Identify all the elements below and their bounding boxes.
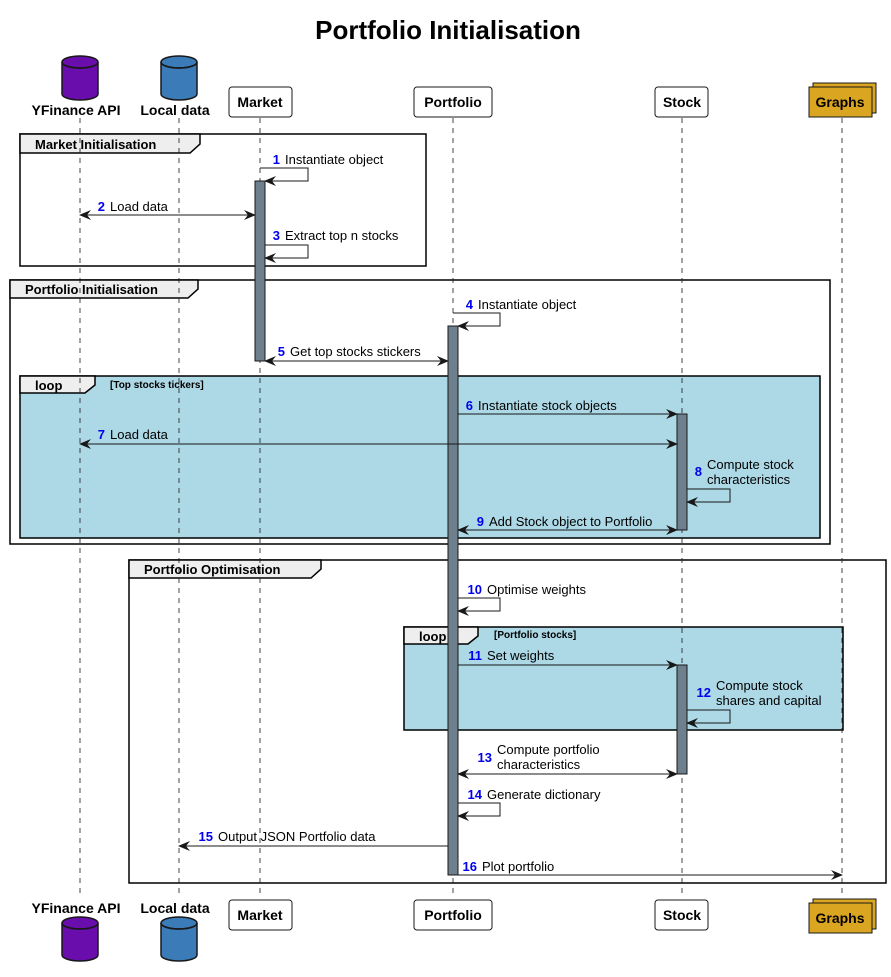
participant-label: Graphs — [815, 94, 864, 110]
frame-portfolio-initialisation: Portfolio Initialisation — [9, 279, 831, 545]
message-label: characteristics — [707, 472, 791, 487]
message-number: 6 — [466, 398, 473, 413]
participant-stock-top[interactable]: Stock — [654, 86, 709, 118]
message-label: Load data — [110, 427, 169, 442]
activation-stock — [676, 664, 688, 775]
message-number: 13 — [478, 750, 492, 765]
message-label: shares and capital — [716, 693, 822, 708]
frame-loop-top-stocks-tickers: loop [Top stocks tickers] — [19, 375, 821, 539]
frame-condition: [Top stocks tickers] — [110, 380, 204, 391]
message-number: 12 — [697, 685, 711, 700]
message-label: Instantiate object — [285, 152, 384, 167]
message-label: Set weights — [487, 648, 555, 663]
message-16: 16 Plot portfolio — [458, 859, 843, 880]
message-number: 4 — [466, 297, 474, 312]
diagram-title: Portfolio Initialisation — [315, 15, 581, 45]
participant-label: Portfolio — [424, 907, 482, 923]
participant-label: Portfolio — [424, 94, 482, 110]
message-number: 1 — [273, 152, 280, 167]
activation-portfolio — [447, 325, 459, 876]
frame-title: loop — [35, 378, 62, 393]
message-6: 6 Instantiate stock objects — [458, 398, 678, 419]
message-number: 10 — [468, 582, 482, 597]
message-5: 5 Get top stocks stickers — [264, 344, 449, 366]
participant-label: YFinance API — [32, 900, 121, 916]
participant-local-data-top[interactable]: Local data — [140, 55, 210, 118]
message-label: Add Stock object to Portfolio — [489, 514, 652, 529]
message-label: Plot portfolio — [482, 859, 554, 874]
participant-portfolio-top[interactable]: Portfolio — [413, 86, 493, 118]
participant-market-bottom[interactable]: Market — [228, 899, 293, 931]
message-1: 1 Instantiate object — [260, 152, 384, 186]
participant-label: Local data — [140, 102, 209, 118]
message-number: 8 — [695, 464, 702, 479]
message-label: Generate dictionary — [487, 787, 601, 802]
frame-title: loop — [419, 629, 446, 644]
participant-stock-bottom[interactable]: Stock — [654, 899, 709, 931]
activation-market — [254, 180, 266, 362]
participant-yfinance-bottom[interactable]: YFinance API — [32, 900, 121, 962]
activation-stock — [676, 413, 688, 531]
message-label: characteristics — [497, 757, 581, 772]
message-8: 8 Compute stock characteristics — [686, 457, 794, 507]
frame-title: Portfolio Optimisation — [144, 562, 281, 577]
message-number: 7 — [98, 427, 105, 442]
message-number: 14 — [468, 787, 483, 802]
message-number: 11 — [468, 648, 482, 663]
message-label: Get top stocks stickers — [290, 344, 421, 359]
participant-label: Market — [237, 907, 282, 923]
frame-portfolio-optimisation: Portfolio Optimisation — [128, 559, 887, 884]
message-number: 3 — [273, 228, 280, 243]
message-label: Compute stock — [707, 457, 794, 472]
message-number: 16 — [463, 859, 477, 874]
participant-label: Stock — [663, 907, 701, 923]
message-label: Compute stock — [716, 678, 803, 693]
activations — [254, 180, 688, 876]
participant-graphs-bottom[interactable]: Graphs — [808, 898, 877, 934]
message-13: 13 Compute portfolio characteristics — [457, 742, 678, 779]
message-number: 2 — [98, 199, 105, 214]
message-4: 4 Instantiate object — [453, 297, 577, 331]
message-12: 12 Compute stock shares and capital — [686, 678, 822, 728]
message-15: 15 Output JSON Portfolio data — [178, 829, 448, 851]
participant-label: Graphs — [815, 910, 864, 926]
message-label: Instantiate stock objects — [478, 398, 617, 413]
frame-market-initialisation: Market Initialisation — [19, 133, 427, 267]
message-10: 10 Optimise weights — [457, 582, 586, 616]
participant-yfinance-top[interactable]: YFinance API — [32, 55, 121, 118]
participant-label: Market — [237, 94, 282, 110]
message-label: Compute portfolio — [497, 742, 600, 757]
message-14: 14 Generate dictionary — [457, 787, 601, 821]
participant-label: Local data — [140, 900, 209, 916]
frame-title: Portfolio Initialisation — [25, 282, 158, 297]
participant-local-data-bottom[interactable]: Local data — [140, 900, 210, 962]
message-label: Optimise weights — [487, 582, 586, 597]
message-9: 9 Add Stock object to Portfolio — [457, 514, 678, 535]
frame-title: Market Initialisation — [35, 137, 156, 152]
message-label: Extract top n stocks — [285, 228, 399, 243]
message-3: 3 Extract top n stocks — [264, 228, 399, 263]
message-number: 15 — [199, 829, 213, 844]
message-label: Instantiate object — [478, 297, 577, 312]
participant-portfolio-bottom[interactable]: Portfolio — [413, 899, 493, 931]
frame-loop-portfolio-stocks: loop [Portfolio stocks] — [403, 626, 844, 731]
message-label: Output JSON Portfolio data — [218, 829, 376, 844]
message-2: 2 Load data — [79, 199, 256, 220]
participant-label: Stock — [663, 94, 701, 110]
message-number: 9 — [477, 514, 484, 529]
message-number: 5 — [278, 344, 285, 359]
message-11: 11 Set weights — [458, 648, 678, 670]
message-7: 7 Load data — [79, 427, 678, 449]
frame-condition: [Portfolio stocks] — [494, 630, 576, 641]
participant-label: YFinance API — [32, 102, 121, 118]
participant-graphs-top[interactable]: Graphs — [808, 82, 877, 118]
message-label: Load data — [110, 199, 169, 214]
participant-market-top[interactable]: Market — [228, 86, 293, 118]
